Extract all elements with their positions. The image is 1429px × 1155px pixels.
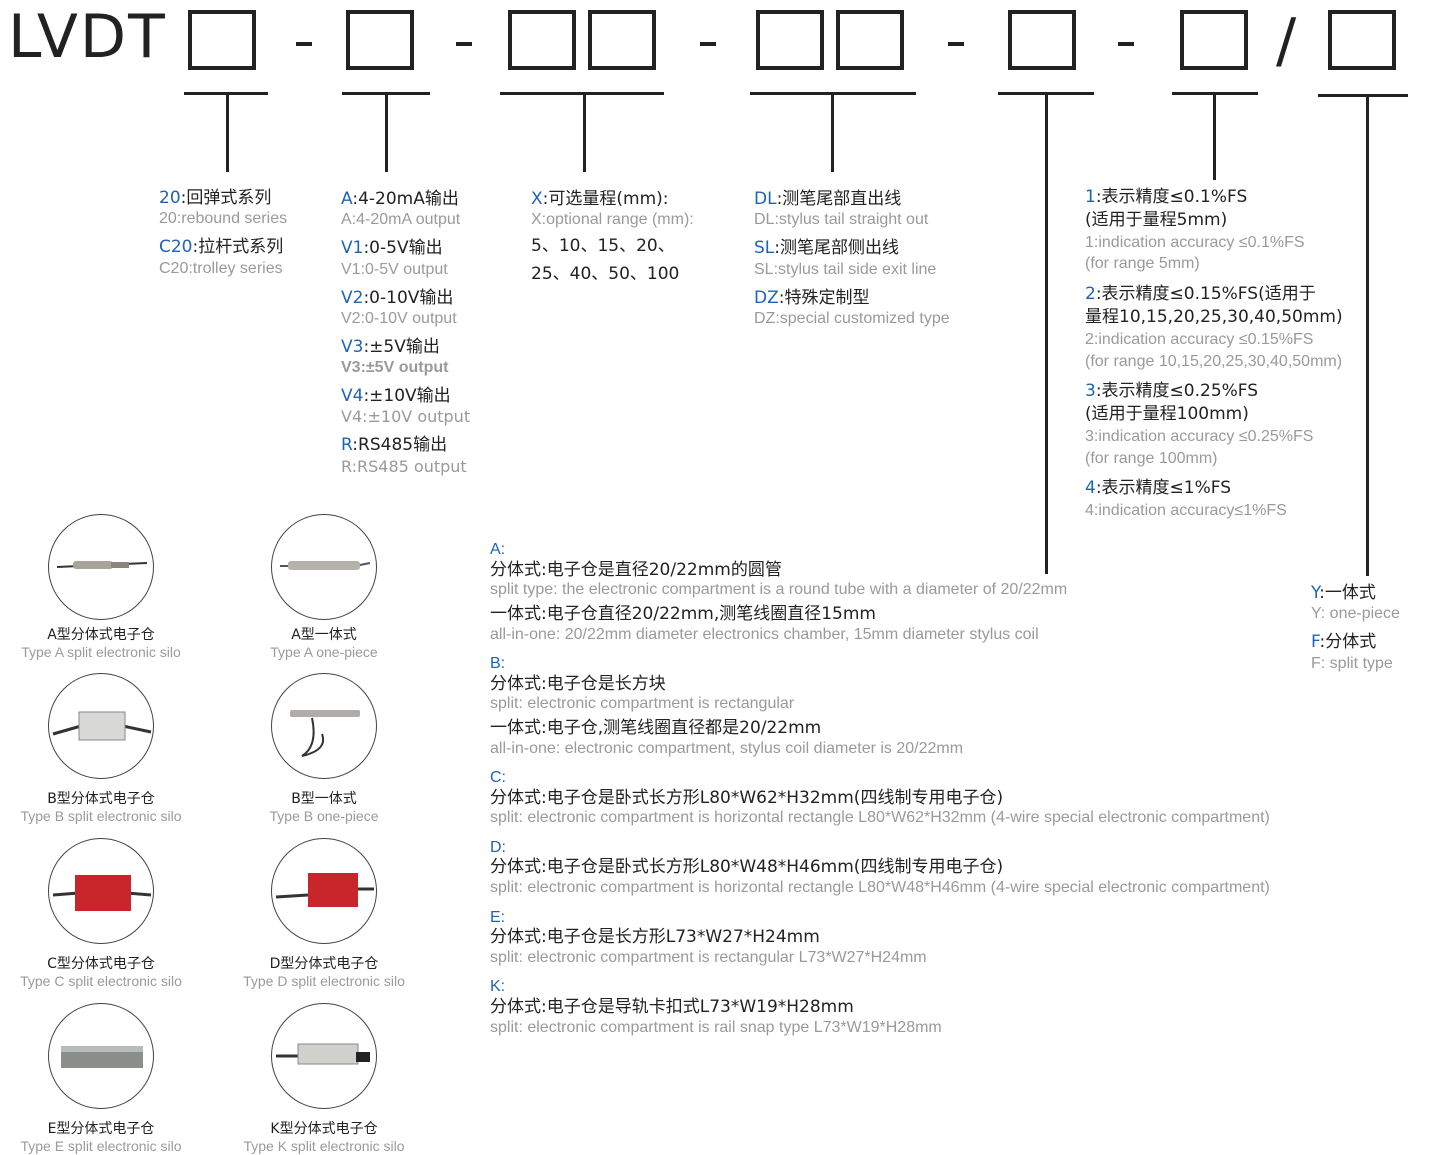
code-box-outlet-2 [836,10,904,70]
code-box-accuracy [1180,10,1248,70]
pointer-line [1366,94,1369,576]
pointer-line [831,92,834,172]
product-image-k-split [271,1003,377,1109]
product-image-c-split [48,838,154,944]
model-prefix: LVDT [8,2,167,72]
product-image-e-split [48,1003,154,1109]
code-box-output [346,10,414,70]
section-c: C: 分体式:电子仓是卧式长方形L80*W62*H32mm(四线制专用电子仓) … [490,769,1270,827]
product-image-a-split [48,514,154,620]
bracket-line [500,92,664,95]
range-options: X:可选量程(mm): X:optional range (mm): 5、10、… [531,189,694,284]
separator-dash [700,42,716,46]
pointer-line [385,92,388,172]
code-box-range-2 [588,10,656,70]
pointer-line [1045,92,1048,574]
product-image-b-one-piece [271,673,377,779]
code-box-type [1328,10,1396,70]
option-label: C20:拉杆式系列 [159,237,284,258]
section-b: B: 分体式:电子仓是长方块 split: electronic compart… [490,655,964,757]
pointer-line [583,92,586,172]
pointer-line [1213,92,1216,180]
section-d: D: 分体式:电子仓是卧式长方形L80*W48*H46mm(四线制专用电子仓) … [490,838,1270,897]
code-box-outlet-1 [756,10,824,70]
option-label: 20:回弹式系列 [159,188,272,208]
product-image-a-one-piece [271,514,377,620]
bracket-line [1318,94,1408,97]
code-box-electronics [1008,10,1076,70]
accuracy-options: 1:表示精度≤0.1%FS(适用于量程5mm)1:indication accu… [1085,187,1343,520]
pointer-line [226,92,229,172]
separator-dash [296,42,312,46]
code-box-series [188,10,256,70]
separator-dash [1118,42,1134,46]
electronics-descriptions: A: 分体式:电子仓是直径20/22mm的圆管 split type: the … [490,540,1270,1037]
code-box-range-1 [508,10,576,70]
product-image-b-split [48,673,154,779]
separator-slash: / [1276,6,1297,76]
option-english: 20:rebound series [159,210,288,228]
product-image-d-split [271,838,377,944]
section-k: K: 分体式:电子仓是导轨卡扣式L73*W19*H28mm split: ele… [490,978,942,1036]
separator-dash [948,42,964,46]
section-e: E: 分体式:电子仓是长方形L73*W27*H24mm split: elect… [490,908,927,966]
series-options: 20:回弹式系列 20:rebound series C20:拉杆式系列 C20… [159,188,287,287]
option-english: C20:trolley series [159,259,283,277]
separator-dash [456,42,472,46]
section-a: A: 分体式:电子仓是直径20/22mm的圆管 split type: the … [490,541,1068,643]
